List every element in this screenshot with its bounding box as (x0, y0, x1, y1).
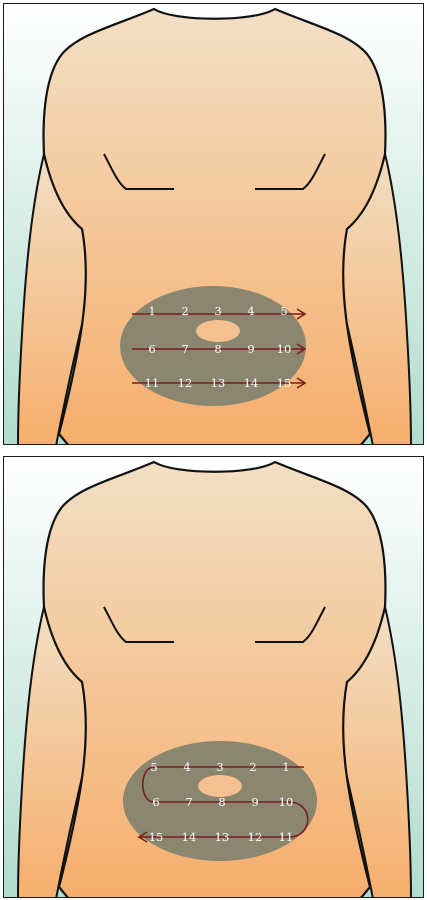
diagram-panel-top: 1 2 3 4 5 6 7 8 9 10 11 12 13 14 15 (3, 3, 424, 445)
site-label: 11 (279, 830, 294, 844)
site-label: 8 (218, 795, 225, 809)
site-label: 3 (214, 304, 221, 318)
site-label: 14 (182, 830, 197, 844)
site-label: 1 (282, 760, 289, 774)
site-label: 12 (178, 376, 193, 390)
site-label: 5 (280, 304, 287, 318)
site-label: 9 (251, 795, 258, 809)
site-label: 6 (152, 795, 159, 809)
site-label: 4 (183, 760, 190, 774)
site-label: 1 (148, 304, 155, 318)
site-label: 13 (215, 830, 230, 844)
site-label: 4 (247, 304, 254, 318)
site-label: 9 (247, 342, 254, 356)
site-label: 5 (150, 760, 157, 774)
torso-illustration-top: 1 2 3 4 5 6 7 8 9 10 11 12 13 14 15 (4, 4, 424, 445)
diagram-panel-bottom: 5 4 3 2 1 6 7 8 9 10 15 14 13 12 11 (3, 456, 424, 898)
site-label: 13 (211, 376, 226, 390)
site-label: 12 (248, 830, 263, 844)
site-label: 14 (244, 376, 259, 390)
site-label: 15 (277, 376, 292, 390)
torso-illustration-bottom: 5 4 3 2 1 6 7 8 9 10 15 14 13 12 11 (4, 457, 424, 898)
site-label: 10 (279, 795, 294, 809)
navel-icon (198, 775, 242, 797)
site-label: 10 (277, 342, 292, 356)
navel-icon (196, 320, 240, 342)
site-label: 7 (181, 342, 188, 356)
site-label: 7 (185, 795, 192, 809)
site-label: 3 (216, 760, 223, 774)
site-label: 11 (145, 376, 160, 390)
site-label: 15 (149, 830, 164, 844)
site-label: 6 (148, 342, 155, 356)
site-label: 8 (214, 342, 221, 356)
site-label: 2 (249, 760, 256, 774)
site-label: 2 (181, 304, 188, 318)
